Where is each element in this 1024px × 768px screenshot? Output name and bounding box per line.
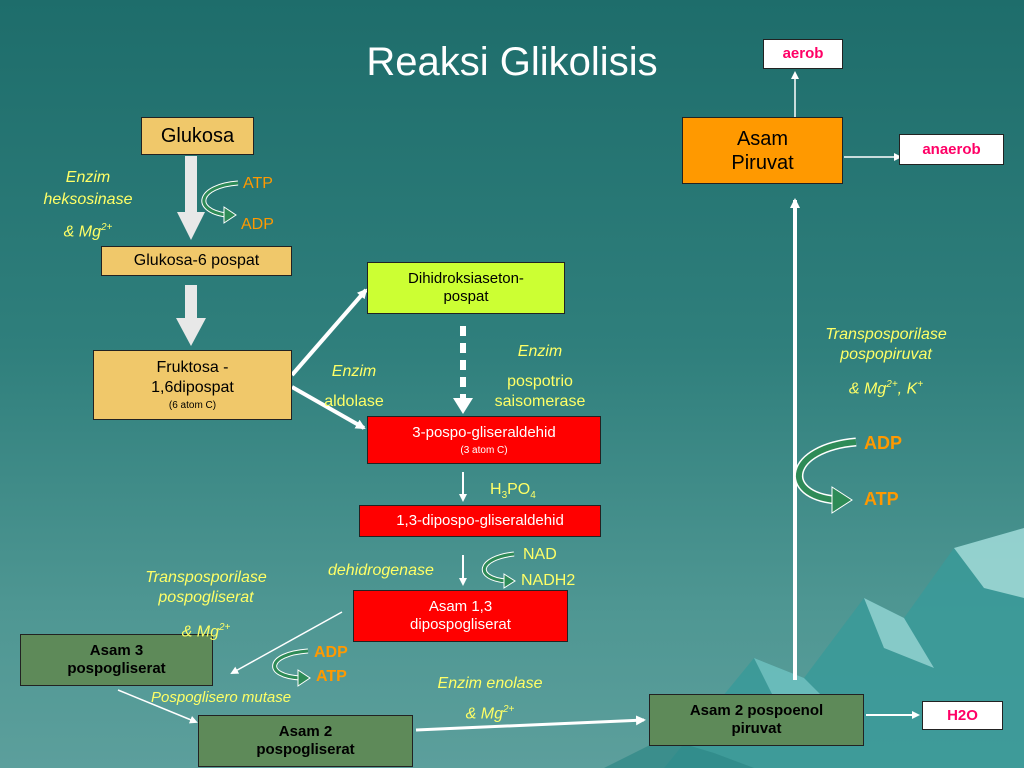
label-enzim-heksosinase: Enzim heksosinase & Mg2+ <box>40 167 136 243</box>
label-trans-pg-3: & Mg2+ <box>181 622 231 641</box>
curved-arrow-atp-adp-1 <box>201 180 239 224</box>
curved-arrow-adp-atp-3 <box>794 437 857 514</box>
label-enolase-2: & Mg2+ <box>465 704 515 723</box>
node-glukosa-6-pospat: Glukosa-6 pospat <box>101 246 292 276</box>
node-glukosa: Glukosa <box>141 117 254 155</box>
node-h2o: H2O <box>922 701 1003 730</box>
curved-arrow-adp-atp-2 <box>272 648 311 687</box>
label-pospoglisero-mutase: Pospoglisero mutase <box>151 689 292 706</box>
label-enolase-1: Enzim enolase <box>437 675 543 692</box>
node-fruktosa-label: Fruktosa - 1,6dipospat <box>151 359 234 396</box>
label-adp-2: ADP <box>314 644 348 661</box>
node-anaerob-label: anaerob <box>922 140 981 158</box>
node-asam-3-pospogliserat: Asam 3 pospogliserat <box>20 634 213 686</box>
label-enzim-heks-3: & Mg2+ <box>63 222 113 241</box>
node-h2o-label: H2O <box>947 706 978 724</box>
node-anaerob: anaerob <box>899 134 1004 165</box>
label-atp-2: ATP <box>316 668 347 685</box>
label-h3po4: H3PO4 <box>490 481 536 502</box>
node-glukosa-label: Glukosa <box>160 125 235 147</box>
label-nadh2: NADH2 <box>521 572 576 589</box>
label-enzim-aldolase: Enzim aldolase <box>312 357 396 417</box>
node-piruvat-label: Asam Piruvat <box>731 127 794 174</box>
label-enzim-isomerase: Enzim pospotrio saisomerase <box>478 342 602 412</box>
label-transposporilase-pospopiruvat: Transposporilase pospopiruvat & Mg2+, K+ <box>808 325 964 399</box>
label-nad: NAD <box>523 546 557 563</box>
node-1-3-dipospo-gliseraldehid: 1,3-dipospo-gliseraldehid <box>359 505 601 537</box>
label-enzim-enolase: Enzim enolase & Mg2+ <box>418 673 562 725</box>
node-asam-1-3-dipospogliserat: Asam 1,3 dipospogliserat <box>353 590 568 642</box>
node-asam-2-pospogliserat: Asam 2 pospogliserat <box>198 715 413 767</box>
label-enzim-aldolase-2: aldolase <box>324 393 384 410</box>
node-asam3-label: Asam 3 pospogliserat <box>67 642 166 677</box>
label-trans-pp-3: & Mg2+, K+ <box>848 379 924 398</box>
label-atp-3: ATP <box>864 489 899 509</box>
block-arrow-glukosa <box>177 156 205 240</box>
node-aerob-label: aerob <box>782 45 824 62</box>
label-trans-pg-1: Transposporilase <box>145 569 267 586</box>
label-dehidrogenase: dehidrogenase <box>328 562 434 579</box>
label-enzim-heks-2: heksosinase <box>43 191 133 208</box>
node-pospoenol-label: Asam 2 pospoenol piruvat <box>689 702 824 737</box>
arrow-to-pospo3 <box>291 385 366 430</box>
label-trans-pp-1: Transposporilase <box>825 326 947 343</box>
arrow-to-asam3 <box>230 611 343 674</box>
label-enzim-heks-1: Enzim <box>65 169 111 186</box>
node-asam-piruvat: Asam Piruvat <box>682 117 843 184</box>
node-pospo3-note: (3 atom C) <box>460 444 508 456</box>
label-transposporilase-pospogliserat: Transposporilase pospogliserat & Mg2+ <box>128 568 284 642</box>
curved-arrow-nad <box>482 551 516 589</box>
arrow-to-pospoenol <box>415 715 646 732</box>
label-enzim-aldolase-1: Enzim <box>331 363 377 380</box>
node-dihidroksi-label: Dihidroksiaseton- pospat <box>408 270 524 305</box>
arrow-to-dihidroksi <box>290 288 368 377</box>
block-arrow-glukosa6 <box>176 285 206 346</box>
node-fruktosa-note: (6 atom C) <box>168 399 217 411</box>
label-atp-1: ATP <box>243 175 273 192</box>
label-enzim-iso-3: saisomerase <box>494 393 586 410</box>
node-fruktosa: Fruktosa - 1,6dipospat (6 atom C) <box>93 350 292 420</box>
label-adp-3: ADP <box>864 433 903 453</box>
node-asam2-label: Asam 2 pospogliserat <box>256 723 355 758</box>
node-3-pospo-gliseraldehid: 3-pospo-gliseraldehid (3 atom C) <box>367 416 601 464</box>
label-trans-pp-2: pospopiruvat <box>840 346 932 363</box>
node-pospo3-label: 3-pospo-gliseraldehid <box>412 423 556 441</box>
page-title: Reaksi Glikolisis <box>366 40 658 84</box>
node-aerob: aerob <box>763 39 843 69</box>
label-trans-pg-2: pospogliserat <box>158 589 254 606</box>
node-dipospo13-label: 1,3-dipospo-gliseraldehid <box>396 512 564 529</box>
node-dihidroksiaseton: Dihidroksiaseton- pospat <box>367 262 565 314</box>
arrow-to-asam2 <box>117 689 198 724</box>
node-glukosa6-label: Glukosa-6 pospat <box>133 252 260 270</box>
label-enzim-iso-2: pospotrio <box>507 373 573 390</box>
node-asam-2-pospoenol-piruvat: Asam 2 pospoenol piruvat <box>649 694 864 746</box>
node-asam13-label: Asam 1,3 dipospogliserat <box>410 598 511 633</box>
label-adp-1: ADP <box>241 216 274 233</box>
label-enzim-iso-1: Enzim <box>517 343 563 360</box>
